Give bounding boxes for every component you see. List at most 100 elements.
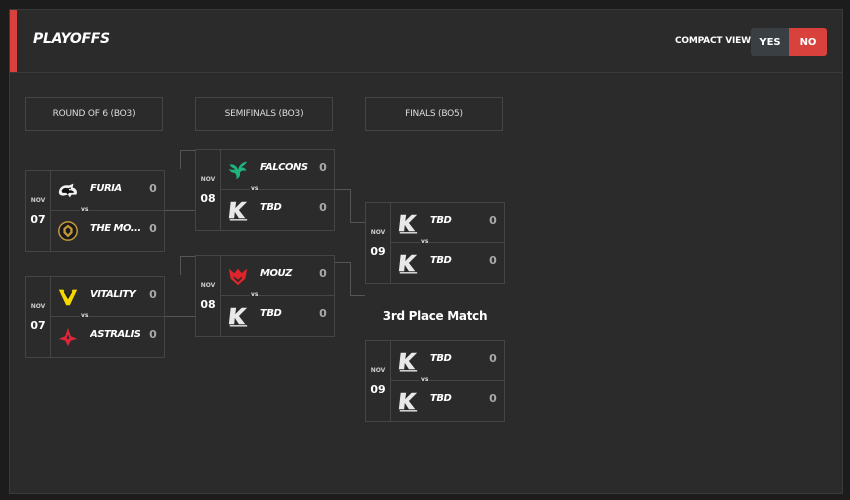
match-date: NOV 09 bbox=[366, 203, 391, 283]
team-score: 0 bbox=[489, 352, 497, 365]
tbd-k-icon bbox=[398, 254, 418, 274]
connector-line bbox=[165, 316, 195, 317]
compact-view-label: COMPACT VIEW bbox=[675, 36, 751, 46]
match-day: 08 bbox=[200, 192, 216, 205]
vs-label: vs bbox=[420, 376, 430, 383]
furia-panther-icon bbox=[58, 183, 77, 198]
team-name: THE MO... bbox=[90, 223, 140, 234]
team-name: VITALITY bbox=[90, 289, 136, 300]
compact-no-button[interactable]: NO bbox=[789, 28, 827, 56]
team-name: FURIA bbox=[90, 183, 122, 194]
team-row[interactable]: TBD 0 bbox=[390, 203, 504, 243]
team-score: 0 bbox=[319, 267, 327, 280]
team-row[interactable]: THE MO... 0 bbox=[50, 211, 164, 251]
team-score: 0 bbox=[149, 182, 157, 195]
match-date: NOV 08 bbox=[196, 150, 221, 230]
team-row[interactable]: TBD 0 bbox=[390, 381, 504, 421]
match-card[interactable]: NOV 08 MOUZ 0 vs TBD 0 bbox=[195, 255, 335, 337]
connector-line bbox=[335, 189, 350, 190]
match-date: NOV 09 bbox=[366, 341, 391, 421]
match-date: NOV 07 bbox=[26, 277, 51, 357]
team-name: FALCONS bbox=[260, 162, 308, 173]
vs-label: vs bbox=[80, 312, 90, 319]
match-day: 08 bbox=[200, 298, 216, 311]
match-month: NOV bbox=[200, 282, 216, 289]
match-date: NOV 07 bbox=[26, 171, 51, 251]
page-title: PLAYOFFS bbox=[33, 31, 110, 47]
compact-view-toggle: YES NO bbox=[751, 28, 827, 56]
vs-label: vs bbox=[250, 291, 260, 298]
match-card[interactable]: NOV 07 VITALITY 0 vs ASTRALIS 0 bbox=[25, 276, 165, 358]
astralis-icon bbox=[58, 327, 78, 347]
team-score: 0 bbox=[319, 201, 327, 214]
team-row[interactable]: TBD 0 bbox=[220, 296, 334, 336]
vitality-bee-icon bbox=[58, 289, 78, 306]
team-score: 0 bbox=[319, 307, 327, 320]
connector-line bbox=[180, 256, 181, 275]
team-row[interactable]: TBD 0 bbox=[220, 190, 334, 230]
header-divider bbox=[10, 72, 842, 73]
vs-label: vs bbox=[80, 206, 90, 213]
vs-label: vs bbox=[420, 238, 430, 245]
team-name: TBD bbox=[430, 255, 452, 266]
team-name: TBD bbox=[260, 202, 282, 213]
connector-line bbox=[180, 150, 195, 151]
match-day: 09 bbox=[370, 383, 386, 396]
match-month: NOV bbox=[370, 367, 386, 374]
team-name: ASTRALIS bbox=[90, 329, 140, 340]
connector-line bbox=[350, 295, 365, 296]
match-month: NOV bbox=[370, 229, 386, 236]
tbd-k-icon bbox=[228, 307, 248, 327]
falcons-icon bbox=[228, 161, 248, 180]
team-name: MOUZ bbox=[260, 268, 292, 279]
connector-line bbox=[165, 210, 195, 211]
match-card[interactable]: NOV 09 TBD 0 vs TBD 0 bbox=[365, 202, 505, 284]
vs-label: vs bbox=[250, 185, 260, 192]
tbd-k-icon bbox=[398, 214, 418, 234]
match-day: 07 bbox=[30, 213, 46, 226]
team-row[interactable]: VITALITY 0 bbox=[50, 277, 164, 317]
team-score: 0 bbox=[149, 288, 157, 301]
connector-line bbox=[180, 256, 195, 257]
team-score: 0 bbox=[489, 214, 497, 227]
team-score: 0 bbox=[489, 254, 497, 267]
team-row[interactable]: TBD 0 bbox=[390, 341, 504, 381]
compact-yes-button[interactable]: YES bbox=[751, 28, 789, 56]
round-header-round-of-6: ROUND OF 6 (BO3) bbox=[25, 97, 163, 131]
team-score: 0 bbox=[149, 328, 157, 341]
team-score: 0 bbox=[319, 161, 327, 174]
match-card[interactable]: NOV 07 FURIA 0 vs THE MO... 0 bbox=[25, 170, 165, 252]
match-card[interactable]: NOV 08 FALCONS 0 vs TBD 0 bbox=[195, 149, 335, 231]
team-row[interactable]: ASTRALIS 0 bbox=[50, 317, 164, 357]
mouz-icon bbox=[228, 268, 248, 286]
team-name: TBD bbox=[260, 308, 282, 319]
team-row[interactable]: TBD 0 bbox=[390, 243, 504, 283]
match-day: 07 bbox=[30, 319, 46, 332]
team-name: TBD bbox=[430, 353, 452, 364]
match-date: NOV 08 bbox=[196, 256, 221, 336]
match-day: 09 bbox=[370, 245, 386, 258]
match-month: NOV bbox=[30, 303, 46, 310]
team-score: 0 bbox=[489, 392, 497, 405]
connector-line bbox=[350, 222, 365, 223]
accent-bar bbox=[10, 10, 17, 72]
team-name: TBD bbox=[430, 393, 452, 404]
team-row[interactable]: FALCONS 0 bbox=[220, 150, 334, 190]
team-row[interactable]: FURIA 0 bbox=[50, 171, 164, 211]
connector-line bbox=[335, 262, 350, 263]
tbd-k-icon bbox=[398, 352, 418, 372]
tbd-k-icon bbox=[228, 201, 248, 221]
team-row[interactable]: MOUZ 0 bbox=[220, 256, 334, 296]
round-header-semifinals: SEMIFINALS (BO3) bbox=[195, 97, 333, 131]
match-month: NOV bbox=[200, 176, 216, 183]
third-place-title: 3rd Place Match bbox=[382, 309, 488, 323]
round-header-finals: FINALS (BO5) bbox=[365, 97, 503, 131]
match-card[interactable]: NOV 09 TBD 0 vs TBD 0 bbox=[365, 340, 505, 422]
connector-line bbox=[180, 150, 181, 169]
team-score: 0 bbox=[149, 222, 157, 235]
mongolz-icon bbox=[58, 221, 78, 241]
team-name: TBD bbox=[430, 215, 452, 226]
connector-line bbox=[350, 189, 351, 222]
match-month: NOV bbox=[30, 197, 46, 204]
connector-line bbox=[350, 262, 351, 295]
